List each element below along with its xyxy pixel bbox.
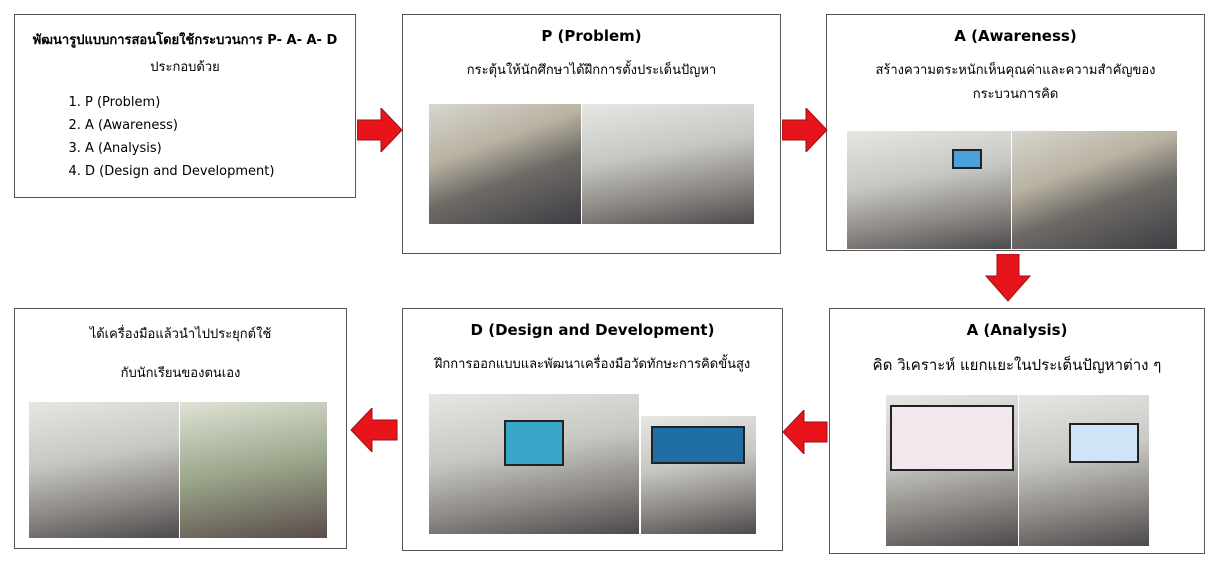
arrow-down-icon [985, 254, 1031, 302]
classroom-photo [1019, 395, 1149, 546]
analysis-box: A (Analysis) คิด วิเคราะห์ แยกแยะในประเด… [829, 308, 1205, 554]
classroom-photo [429, 394, 639, 534]
list-item: A (Awareness) [85, 114, 355, 137]
problem-title: P (Problem) [541, 27, 642, 45]
classroom-photo [180, 402, 327, 538]
apply-line2: กับนักเรียนของตนเอง [120, 366, 241, 381]
classroom-photo [429, 104, 581, 224]
classroom-photo [847, 131, 1011, 249]
awareness-box: A (Awareness) สร้างความตระหนักเห็นคุณค่า… [826, 14, 1205, 251]
classroom-photo [29, 402, 179, 538]
analysis-title: A (Analysis) [966, 321, 1068, 339]
awareness-desc: สร้างความตระหนักเห็นคุณค่าและความสำคัญขอ… [875, 63, 1156, 102]
analysis-desc: คิด วิเคราะห์ แยกแยะในประเด็นปัญหาต่าง ๆ [872, 356, 1162, 374]
classroom-photo [886, 395, 1018, 546]
awareness-title: A (Awareness) [954, 27, 1077, 45]
problem-desc: กระตุ้นให้นักศึกษาได้ฝึกการตั้งประเด็นปั… [466, 63, 717, 78]
arrow-left-icon [782, 410, 828, 454]
problem-box: P (Problem) กระตุ้นให้นักศึกษาได้ฝึกการต… [402, 14, 781, 254]
apply-box: ได้เครื่องมือแล้วนำไปประยุกต์ใช้ กับนักเ… [14, 308, 347, 549]
steps-list: P (Problem) A (Awareness) A (Analysis) D… [55, 91, 355, 183]
design-box: D (Design and Development) ฝึกการออกแบบแ… [402, 308, 783, 551]
intro-subtitle: ประกอบด้วย [150, 60, 220, 75]
classroom-photo [641, 416, 756, 534]
arrow-right-icon [782, 108, 828, 152]
apply-line1: ได้เครื่องมือแล้วนำไปประยุกต์ใช้ [89, 327, 272, 342]
design-desc: ฝึกการออกแบบและพัฒนาเครื่องมือวัดทักษะกา… [434, 357, 751, 372]
classroom-photo [582, 104, 754, 224]
list-item: A (Analysis) [85, 137, 355, 160]
classroom-photo [1012, 131, 1177, 249]
intro-box: พัฒนารูปแบบการสอนโดยใช้กระบวนการ P- A- A… [14, 14, 356, 198]
list-item: P (Problem) [85, 91, 355, 114]
design-title: D (Design and Development) [470, 321, 715, 339]
arrow-left-icon [350, 408, 398, 452]
intro-title: พัฒนารูปแบบการสอนโดยใช้กระบวนการ P- A- A… [32, 33, 338, 48]
list-item: D (Design and Development) [85, 160, 355, 183]
arrow-right-icon [357, 108, 403, 152]
